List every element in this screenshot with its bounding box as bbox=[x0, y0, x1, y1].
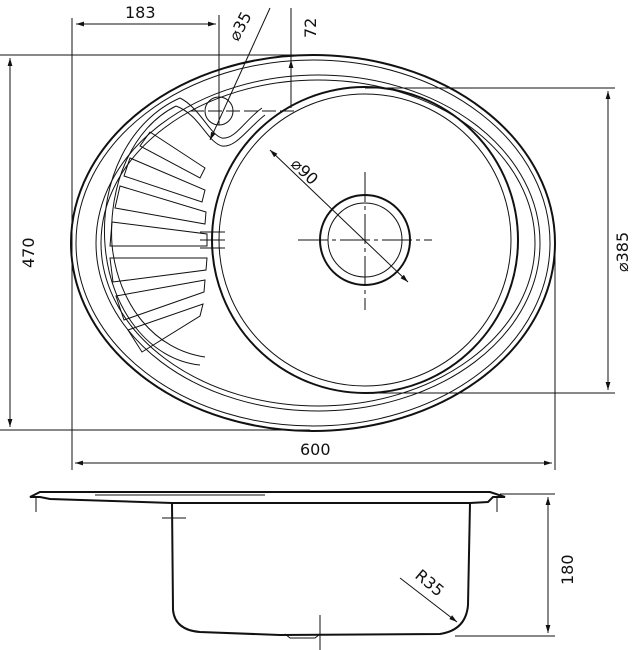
top-view bbox=[70, 54, 556, 432]
sink-deck-edge-inner bbox=[100, 79, 536, 407]
dim-drain-diameter: ⌀90 bbox=[287, 154, 322, 189]
dim-height: 470 bbox=[19, 237, 38, 268]
drainboard-outline-inner bbox=[111, 105, 266, 358]
sink-outer-rim bbox=[70, 54, 556, 432]
side-view-dimensions: 180 R35 bbox=[399, 493, 577, 637]
side-view bbox=[29, 491, 506, 650]
drainboard-ribs bbox=[109, 131, 225, 353]
dim-radius: R35 bbox=[411, 566, 447, 601]
sink-deck-edge bbox=[95, 74, 541, 412]
dim-tap-diameter: ⌀35 bbox=[225, 8, 256, 43]
dim-tap-depth: 72 bbox=[301, 18, 320, 38]
sink-rim-inner bbox=[75, 59, 551, 427]
dim-width: 600 bbox=[300, 440, 331, 459]
dim-bowl-diameter: ⌀385 bbox=[613, 232, 632, 272]
drainboard-outline bbox=[103, 97, 263, 366]
sink-flange bbox=[29, 491, 506, 504]
dim-tap-offset: 183 bbox=[125, 3, 156, 22]
top-view-dimensions: 183 ⌀35 72 470 600 ⌀90 ⌀385 bbox=[0, 3, 632, 470]
bowl-profile bbox=[171, 502, 471, 637]
dim-depth: 180 bbox=[558, 554, 577, 585]
